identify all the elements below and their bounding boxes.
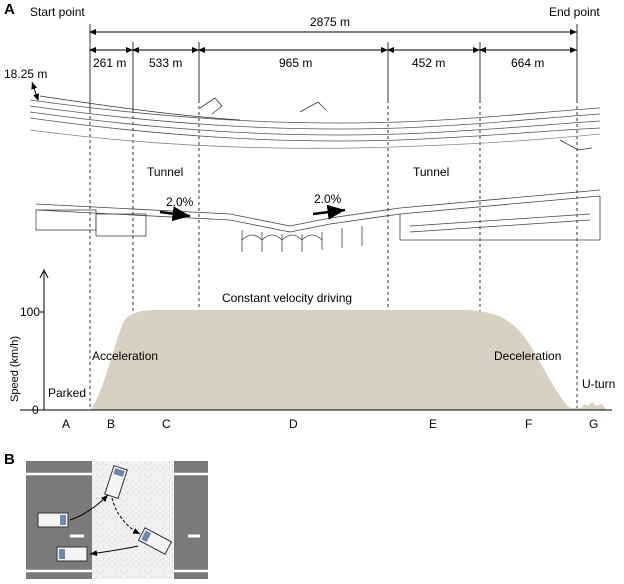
grade-left-label: 2.0% <box>166 195 194 209</box>
grade-arrow-right <box>312 204 346 220</box>
panel-b-label: B <box>4 451 15 468</box>
end-point-label: End point <box>549 5 600 19</box>
uturn-diagram <box>26 461 208 579</box>
speed-tick-100-label: 100 <box>20 305 40 319</box>
segment-label-533: 533 m <box>149 56 182 70</box>
speed-y-axis-arrow <box>39 268 49 279</box>
speed-y-axis-label: Speed (km/h) <box>9 336 21 402</box>
segment-label-261: 261 m <box>93 56 126 70</box>
total-distance-label: 2875 m <box>310 15 350 29</box>
grade-arrow-left <box>159 206 191 222</box>
road-plan-view <box>29 95 601 151</box>
road-width-arrow <box>31 81 39 101</box>
speed-area <box>90 310 606 410</box>
segment-dimensions: 261 m 533 m 965 m 452 m 664 m <box>89 47 577 70</box>
road-width-label: 18.25 m <box>4 67 47 81</box>
section-label: F <box>525 417 532 431</box>
section-label: D <box>289 417 298 431</box>
path-arrow <box>69 494 109 521</box>
section-label: E <box>429 417 437 431</box>
start-point-label: Start point <box>30 5 85 19</box>
vehicle-forward <box>104 464 128 500</box>
vehicle-end <box>56 546 88 562</box>
tunnel-left-label: Tunnel <box>147 165 183 179</box>
phase-constant-label: Constant velocity driving <box>222 291 352 305</box>
section-label: A <box>62 417 70 431</box>
speed-tick-0-label: 0 <box>32 403 39 417</box>
phase-deceleration-label: Deceleration <box>494 349 561 363</box>
segment-label-664: 664 m <box>511 56 544 70</box>
section-label: G <box>589 417 598 431</box>
vehicle-start <box>37 512 69 528</box>
phase-uturn-label: U-turn <box>582 377 615 391</box>
section-label: B <box>107 417 115 431</box>
speed-chart: 100 0 Speed (km/h) Parked Acceleration C… <box>9 268 615 431</box>
vehicle-reverse <box>137 527 173 555</box>
segment-label-965: 965 m <box>279 56 312 70</box>
panel-a-label: A <box>4 1 15 18</box>
tunnel-right-label: Tunnel <box>413 165 449 179</box>
road-profile-view <box>35 189 601 252</box>
turning-area <box>92 461 174 579</box>
phase-parked-label: Parked <box>48 386 86 400</box>
section-label: C <box>162 417 171 431</box>
phase-acceleration-label: Acceleration <box>92 349 158 363</box>
path-arrow <box>89 545 139 557</box>
segment-label-452: 452 m <box>412 56 445 70</box>
grade-right-label: 2.0% <box>314 192 342 206</box>
